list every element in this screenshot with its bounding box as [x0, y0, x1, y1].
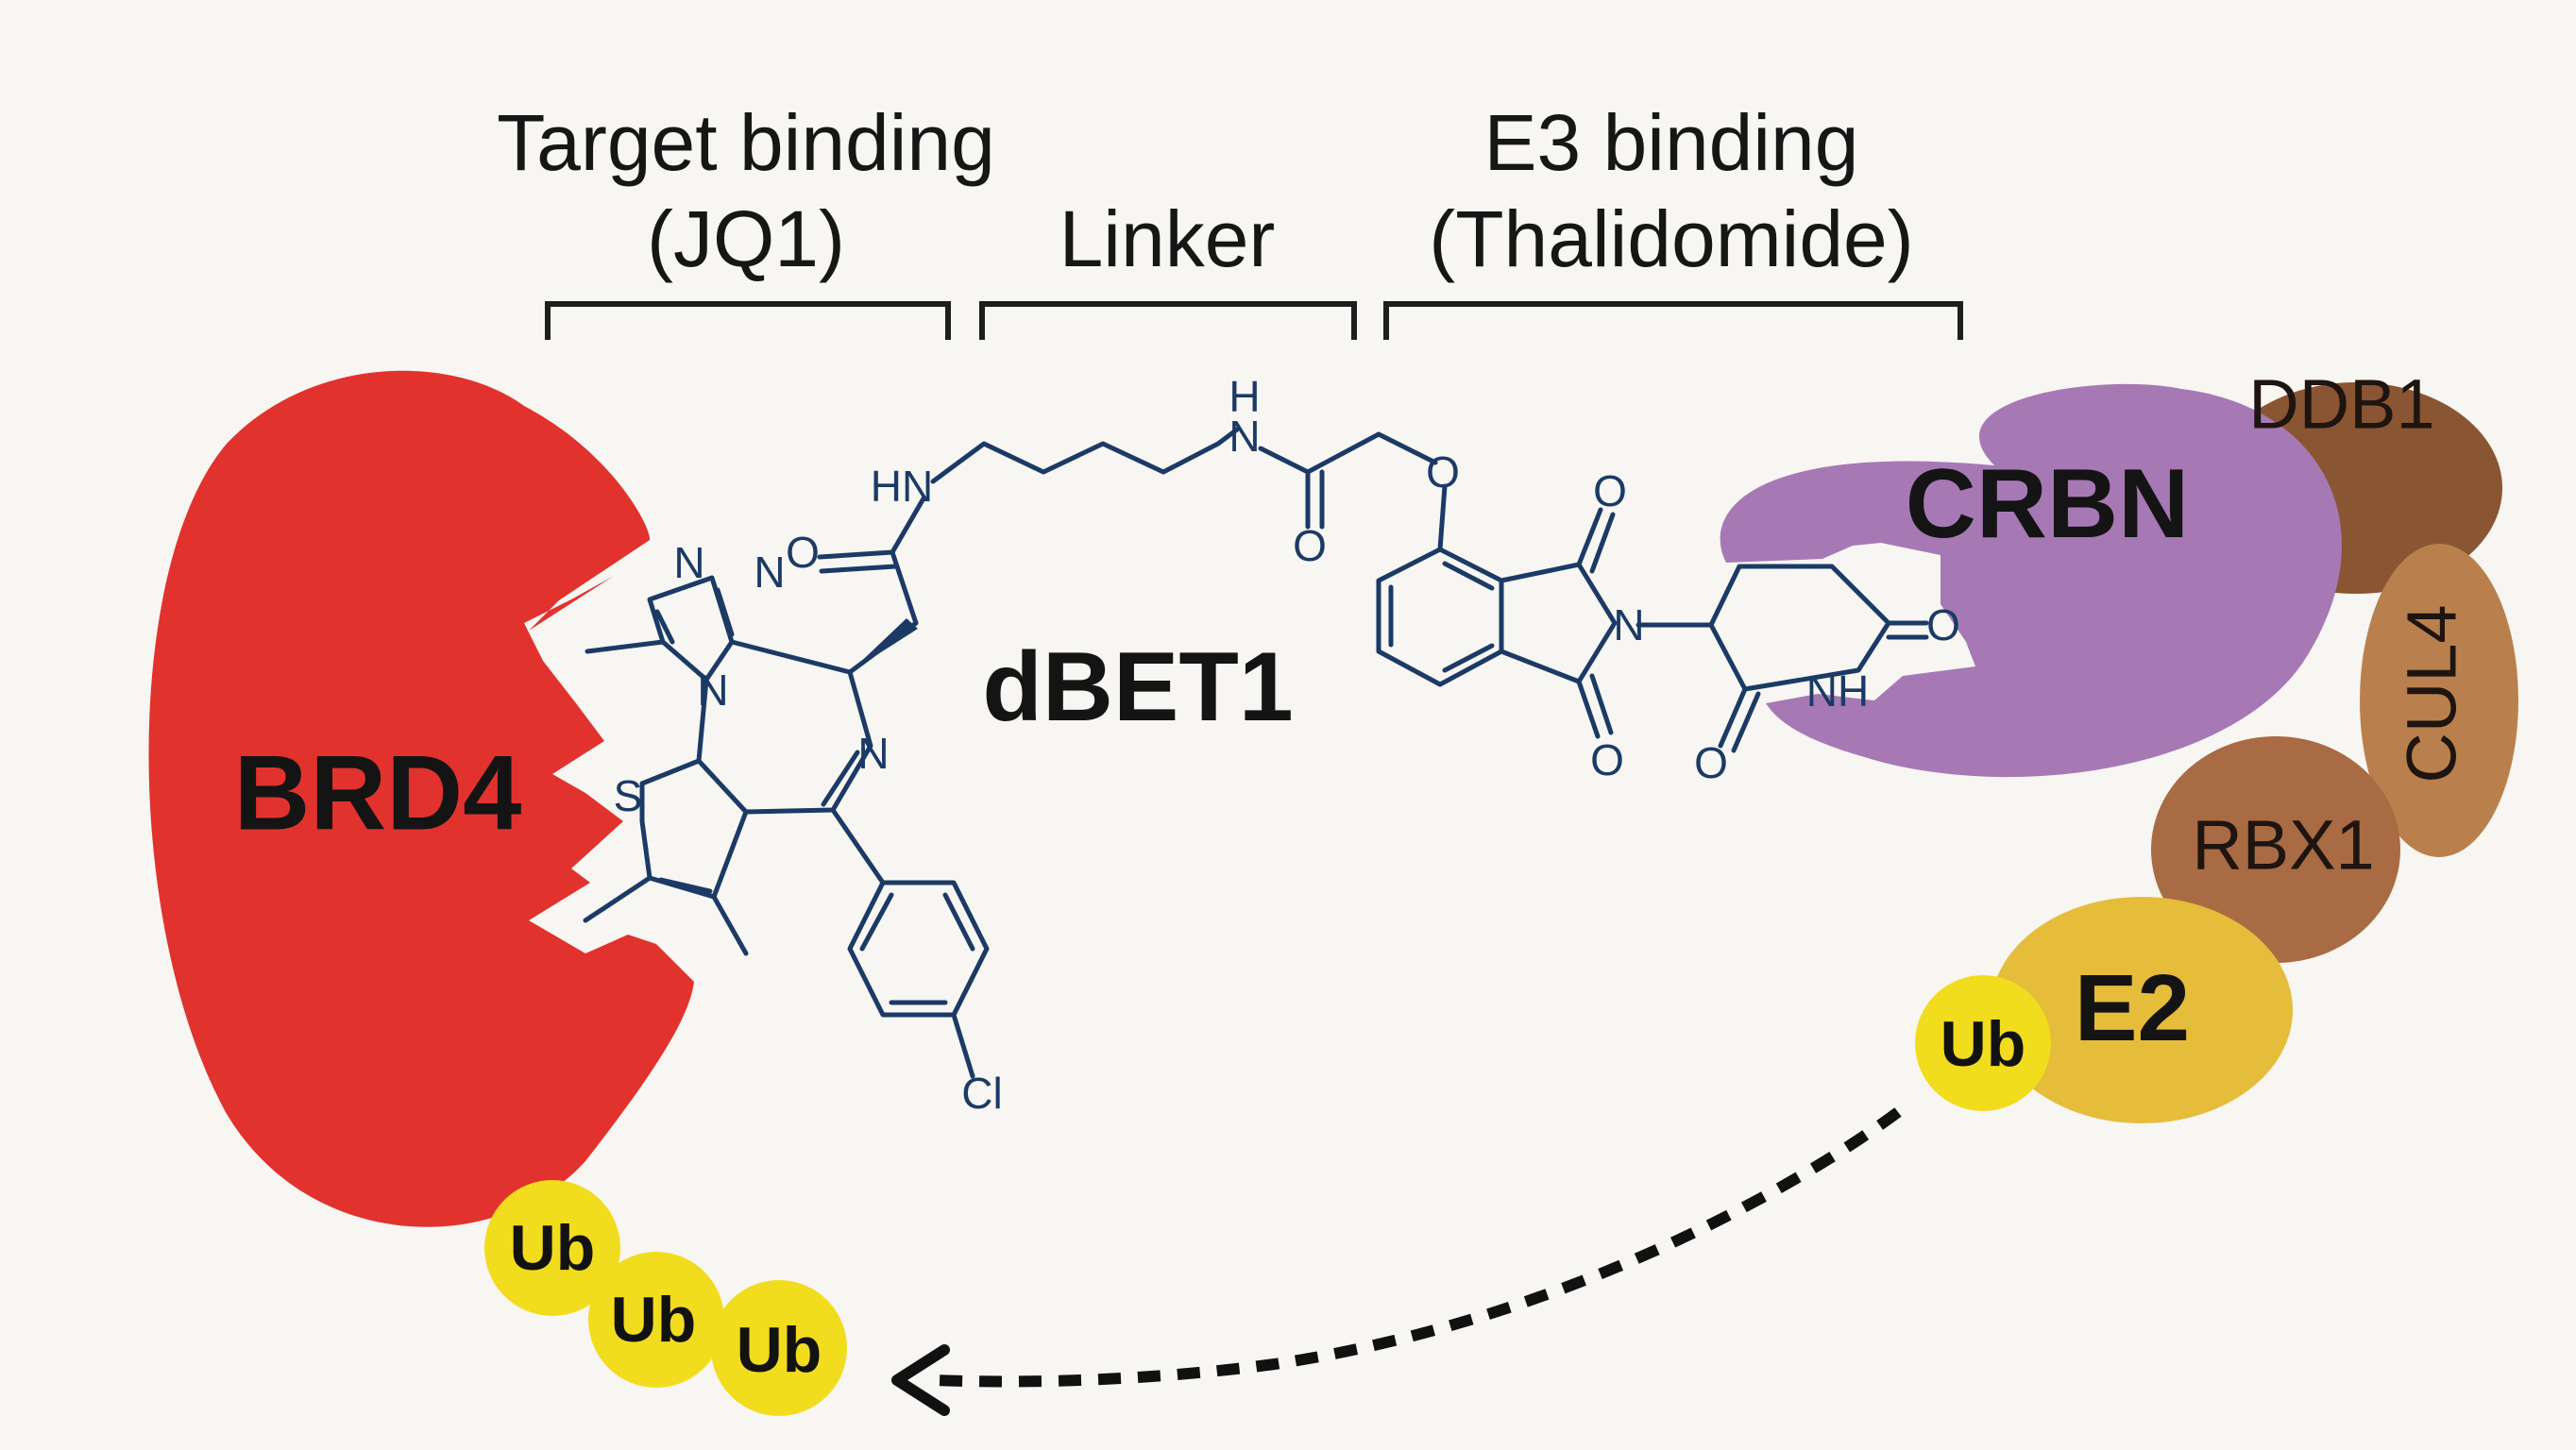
atom-labels: N N N N S Cl O HN H N O O O N O O NH O	[614, 372, 1960, 1118]
dbet1-label: dBET1	[982, 632, 1293, 742]
atom-n5: N	[1229, 412, 1260, 461]
ub-chain-3	[711, 1280, 847, 1416]
atom-h: H	[1229, 372, 1260, 421]
ubiquitin-transfer-arrow	[934, 1107, 1902, 1388]
ub-on-e2-label: Ub	[1940, 1008, 2026, 1080]
linker-label: Linker	[1059, 194, 1276, 283]
atom-hn: HN	[871, 462, 933, 511]
rbx1-label: RBX1	[2192, 806, 2374, 885]
atom-n4: N	[857, 729, 889, 778]
arrowhead	[891, 1344, 950, 1416]
ub-chain-1	[484, 1180, 620, 1316]
atom-cl: Cl	[961, 1069, 1002, 1118]
ddb1-label: DDB1	[2248, 365, 2434, 444]
brd4-blob	[148, 370, 694, 1227]
e3-binding-label: E3 binding	[1484, 98, 1859, 187]
atom-o7: O	[1694, 738, 1728, 787]
rbx1-blob	[2151, 736, 2400, 963]
ub-chain-3-label: Ub	[737, 1314, 822, 1386]
atom-s: S	[614, 771, 643, 820]
atom-o5: O	[1590, 735, 1624, 784]
e2-label: E2	[2075, 955, 2190, 1061]
ub-chain-1-label: Ub	[510, 1212, 596, 1284]
thalidomide-label: (Thalidomide)	[1429, 194, 1914, 283]
ub-on-e2	[1915, 975, 2051, 1111]
atom-o3: O	[1426, 447, 1460, 497]
atom-n6: N	[1613, 600, 1644, 649]
target-binding-bracket	[545, 301, 951, 340]
ub-chain-2	[588, 1252, 724, 1388]
target-binding-label: Target binding	[497, 98, 995, 187]
cul4-blob	[2360, 544, 2518, 857]
atom-o1: O	[786, 528, 820, 577]
atom-n2: N	[754, 548, 785, 597]
atom-o2: O	[1293, 521, 1327, 570]
atom-o4: O	[1593, 466, 1627, 515]
crbn-label: CRBN	[1906, 449, 2189, 559]
brd4-label: BRD4	[234, 734, 522, 852]
ub-chain-2-label: Ub	[611, 1284, 697, 1356]
atom-nh: NH	[1806, 666, 1869, 716]
atom-n1: N	[673, 538, 704, 587]
e2-blob	[1991, 897, 2293, 1123]
jq1-label: (JQ1)	[647, 194, 845, 283]
stereo-wedge	[850, 618, 918, 672]
crbn-blob	[1720, 383, 2342, 778]
cul4-label: CUL4	[2393, 604, 2471, 783]
atom-n3: N	[697, 666, 728, 715]
e3-binding-bracket	[1383, 301, 1963, 340]
linker-bracket	[979, 301, 1357, 340]
atom-o6: O	[1926, 600, 1960, 649]
